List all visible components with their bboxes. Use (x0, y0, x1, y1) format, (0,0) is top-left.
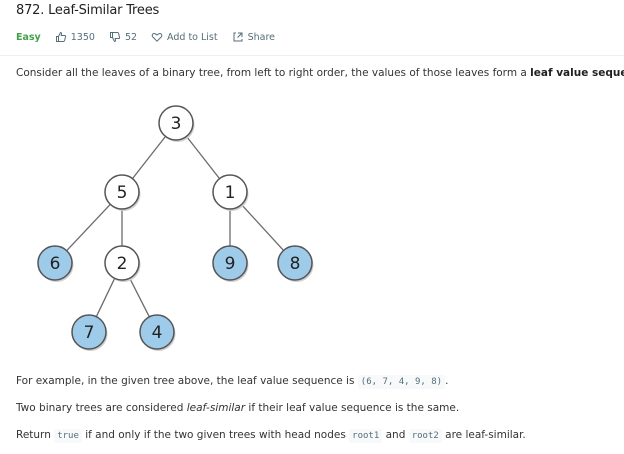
tree-node-label: 2 (117, 254, 128, 274)
tree-edge-2-4 (129, 277, 150, 318)
tree-node-1: 1 (212, 174, 249, 211)
root1-code: root1 (349, 429, 383, 443)
tree-node-2: 2 (104, 245, 141, 282)
p1-text: Consider all the leaves of a binary tree… (16, 67, 527, 79)
description-paragraph-1: Consider all the leaves of a binary tree… (16, 67, 624, 79)
like-count: 1350 (70, 31, 95, 43)
description-paragraph-3: Two binary trees are considered leaf-sim… (16, 402, 459, 414)
share-label: Share (247, 31, 276, 43)
p4-end: are leaf-similar. (445, 429, 526, 441)
tree-node-9: 9 (212, 245, 249, 282)
tree-edge-3-1 (185, 135, 221, 180)
tree-node-label: 3 (171, 114, 182, 134)
header-divider (0, 55, 624, 56)
tree-node-label: 6 (50, 254, 61, 274)
description-paragraph-2: For example, in the given tree above, th… (16, 375, 449, 389)
add-to-list-label: Add to List (167, 31, 218, 43)
tree-node-label: 5 (117, 183, 128, 203)
leaf-value-sequence-term: leaf value sequence (530, 67, 624, 79)
p4-text-1: Return (16, 429, 51, 441)
problem-title: 872. Leaf-Similar Trees (16, 3, 160, 18)
leaf-sequence-code: (6, 7, 4, 9, 8) (357, 375, 446, 389)
p4-text-2: if and only if the two given trees with … (85, 429, 346, 441)
tree-node-8: 8 (277, 245, 314, 282)
tree-node-4: 4 (139, 314, 176, 351)
leaf-similar-term: leaf-similar (186, 402, 246, 414)
description-paragraph-4: Return true if and only if the two given… (16, 429, 526, 443)
share-button[interactable]: Share (232, 31, 275, 43)
tree-node-label: 8 (290, 254, 301, 274)
tree-node-3: 3 (158, 105, 195, 142)
tree-edge-5-6 (66, 203, 111, 252)
root2-code: root2 (408, 429, 442, 443)
thumbs-down-icon (109, 32, 121, 43)
p2-text: For example, in the given tree above, th… (16, 375, 355, 387)
dislike-count: 52 (124, 31, 138, 43)
add-to-list-button[interactable]: Add to List (151, 31, 218, 43)
p3-end: if their leaf value sequence is the same… (248, 402, 460, 414)
tree-node-5: 5 (104, 174, 141, 211)
true-code: true (54, 429, 82, 443)
tree-node-label: 7 (84, 323, 95, 343)
tree-edge-1-8 (240, 204, 285, 251)
problem-meta-bar: Easy 1350 52 Add to List Share (16, 30, 289, 44)
binary-tree-diagram: 3 5 1 6 2 9 8 7 4 (37, 105, 314, 351)
p4-and: and (385, 429, 406, 441)
tree-node-label: 9 (225, 254, 236, 274)
heart-icon (151, 32, 163, 42)
thumbs-up-icon (55, 31, 66, 42)
tree-node-6: 6 (37, 245, 74, 282)
tree-edge-3-5 (131, 135, 167, 180)
tree-node-label: 4 (152, 323, 163, 343)
p2-end: . (445, 375, 449, 387)
p3-text: Two binary trees are considered (16, 402, 184, 414)
tree-edge-2-7 (95, 278, 116, 317)
share-icon (233, 32, 243, 42)
dislike-button[interactable]: 52 (109, 31, 137, 43)
tree-node-7: 7 (71, 314, 108, 351)
difficulty-badge: Easy (16, 31, 41, 43)
like-button[interactable]: 1350 (55, 31, 95, 43)
tree-node-label: 1 (225, 183, 236, 203)
